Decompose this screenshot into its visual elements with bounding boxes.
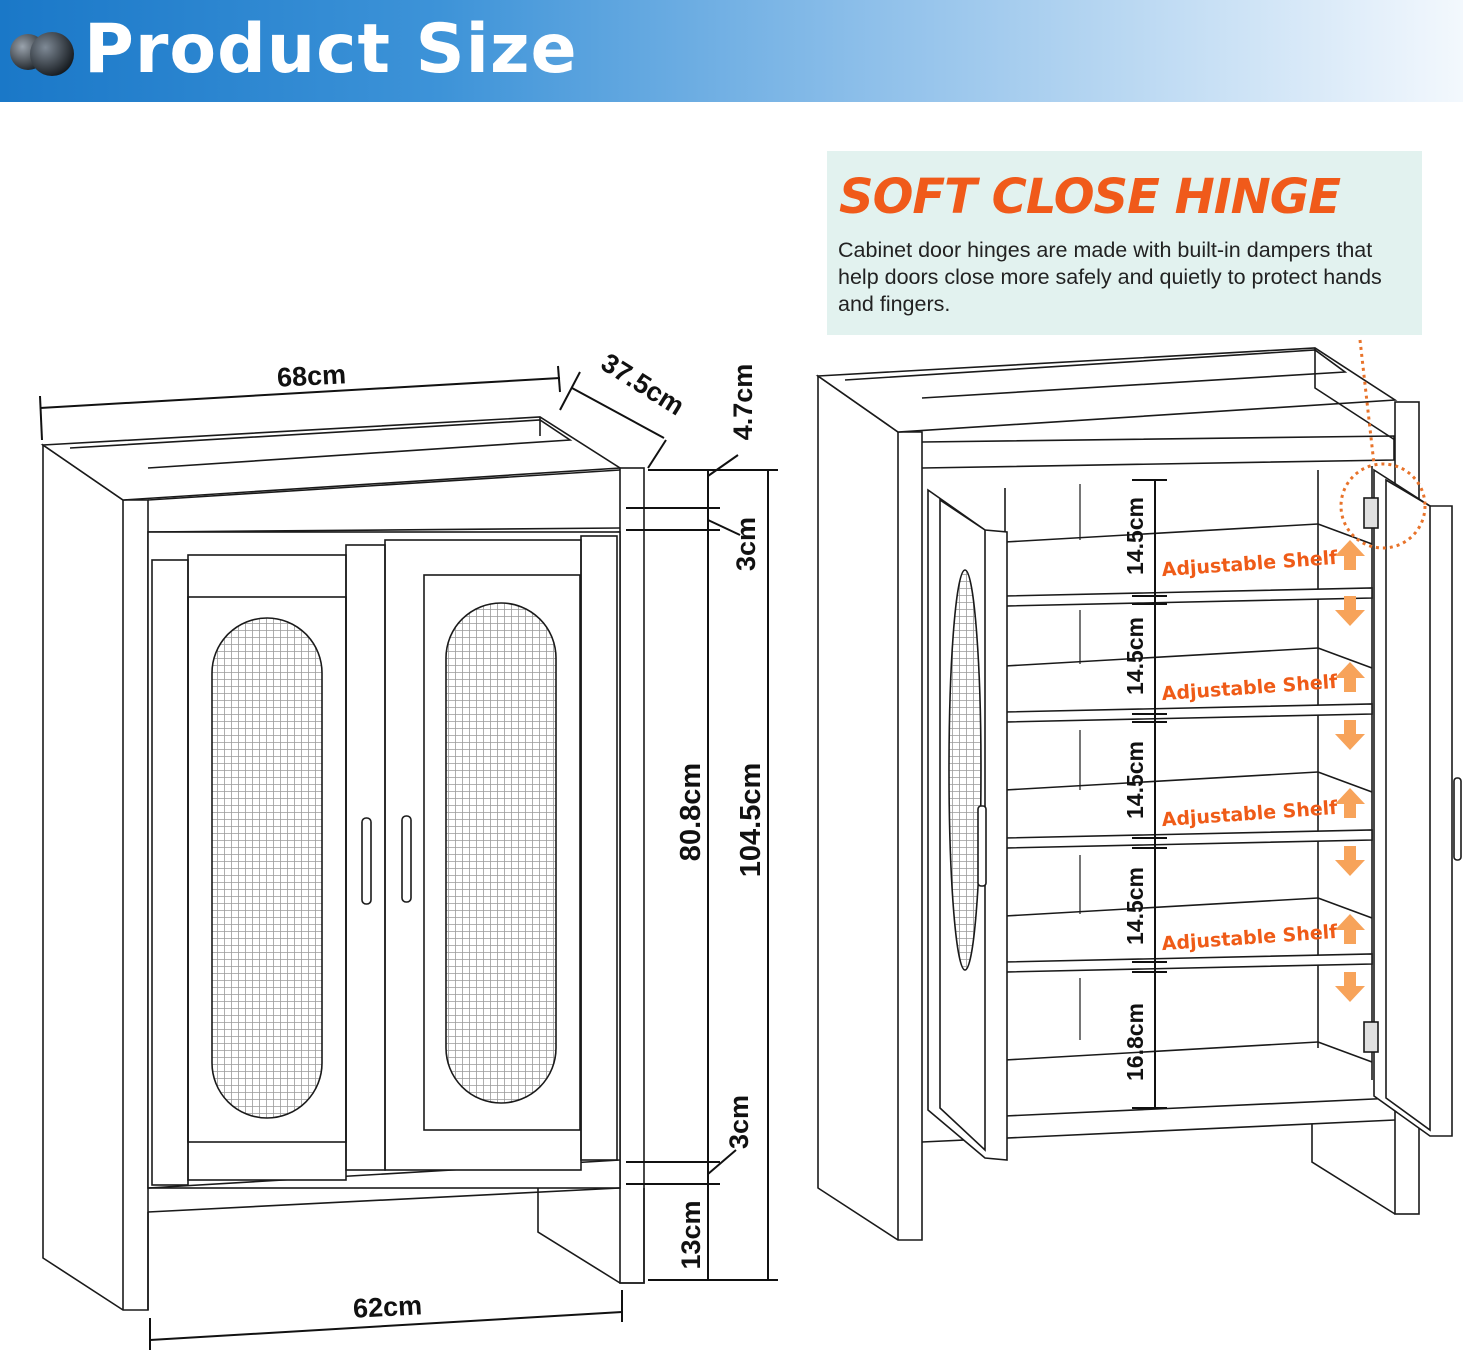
shelf-gap-3: 14.5cm: [1122, 741, 1148, 819]
front-cabinet: [40, 416, 645, 1311]
adjustable-label-1: Adjustable Shelf: [1161, 547, 1339, 581]
shelf-gap-2: 14.5cm: [1122, 617, 1148, 695]
dim-base-height: 13cm: [676, 1200, 706, 1269]
right-open-door: [1363, 468, 1462, 1137]
arrow-down-icon: [1335, 846, 1365, 876]
dim-door-height: 80.8cm: [675, 763, 707, 861]
left-open-door: [927, 488, 1008, 1161]
adjust-arrows: [1335, 540, 1365, 1002]
spheres-logo-icon: [10, 32, 74, 76]
callout-title: SOFT CLOSE HINGE: [839, 169, 1341, 225]
arrow-down-icon: [1335, 596, 1365, 626]
dim-rail-top: 3cm: [731, 517, 761, 571]
shelf-gap-4: 14.5cm: [1122, 867, 1148, 945]
arrow-down-icon: [1335, 972, 1365, 1002]
dim-rail-bottom: 3cm: [724, 1095, 754, 1149]
shelf-gap-1: 14.5cm: [1122, 497, 1148, 575]
adjustable-label-3: Adjustable Shelf: [1161, 797, 1339, 831]
callout-body: Cabinet door hinges are made with built-…: [838, 238, 1382, 316]
adjustable-shelf-labels: Adjustable Shelf Adjustable Shelf Adjust…: [1161, 547, 1339, 955]
header-banner: Product Size: [0, 0, 1463, 102]
shelf-gap-5: 16.8cm: [1122, 1003, 1148, 1081]
dim-top-height: 4.7cm: [728, 364, 758, 441]
arrow-up-icon: [1335, 662, 1365, 692]
open-cabinet: [815, 347, 1420, 1241]
arrow-up-icon: [1335, 914, 1365, 944]
arrow-up-icon: [1335, 540, 1365, 570]
dim-width-top: 68cm: [276, 359, 347, 393]
page-title: Product Size: [84, 10, 578, 89]
adjustable-label-2: Adjustable Shelf: [1161, 671, 1339, 705]
dim-depth: 37.5cm: [596, 347, 690, 421]
dim-width-bottom: 62cm: [352, 1290, 423, 1324]
shelf-dimension-lines: [1132, 479, 1167, 1109]
shelf-dimension-labels: 14.5cm 14.5cm 14.5cm 14.5cm 16.8cm: [1122, 497, 1148, 1081]
front-dimension-lines: [39, 365, 778, 1350]
adjustable-label-4: Adjustable Shelf: [1161, 921, 1339, 955]
arrow-down-icon: [1335, 720, 1365, 750]
hinge-highlight: [1339, 339, 1427, 550]
soft-close-callout: SOFT CLOSE HINGE Cabinet door hinges are…: [827, 151, 1422, 335]
dim-total-height: 104.5cm: [735, 763, 767, 878]
shelves: [1004, 484, 1373, 1063]
arrow-up-icon: [1335, 788, 1365, 818]
